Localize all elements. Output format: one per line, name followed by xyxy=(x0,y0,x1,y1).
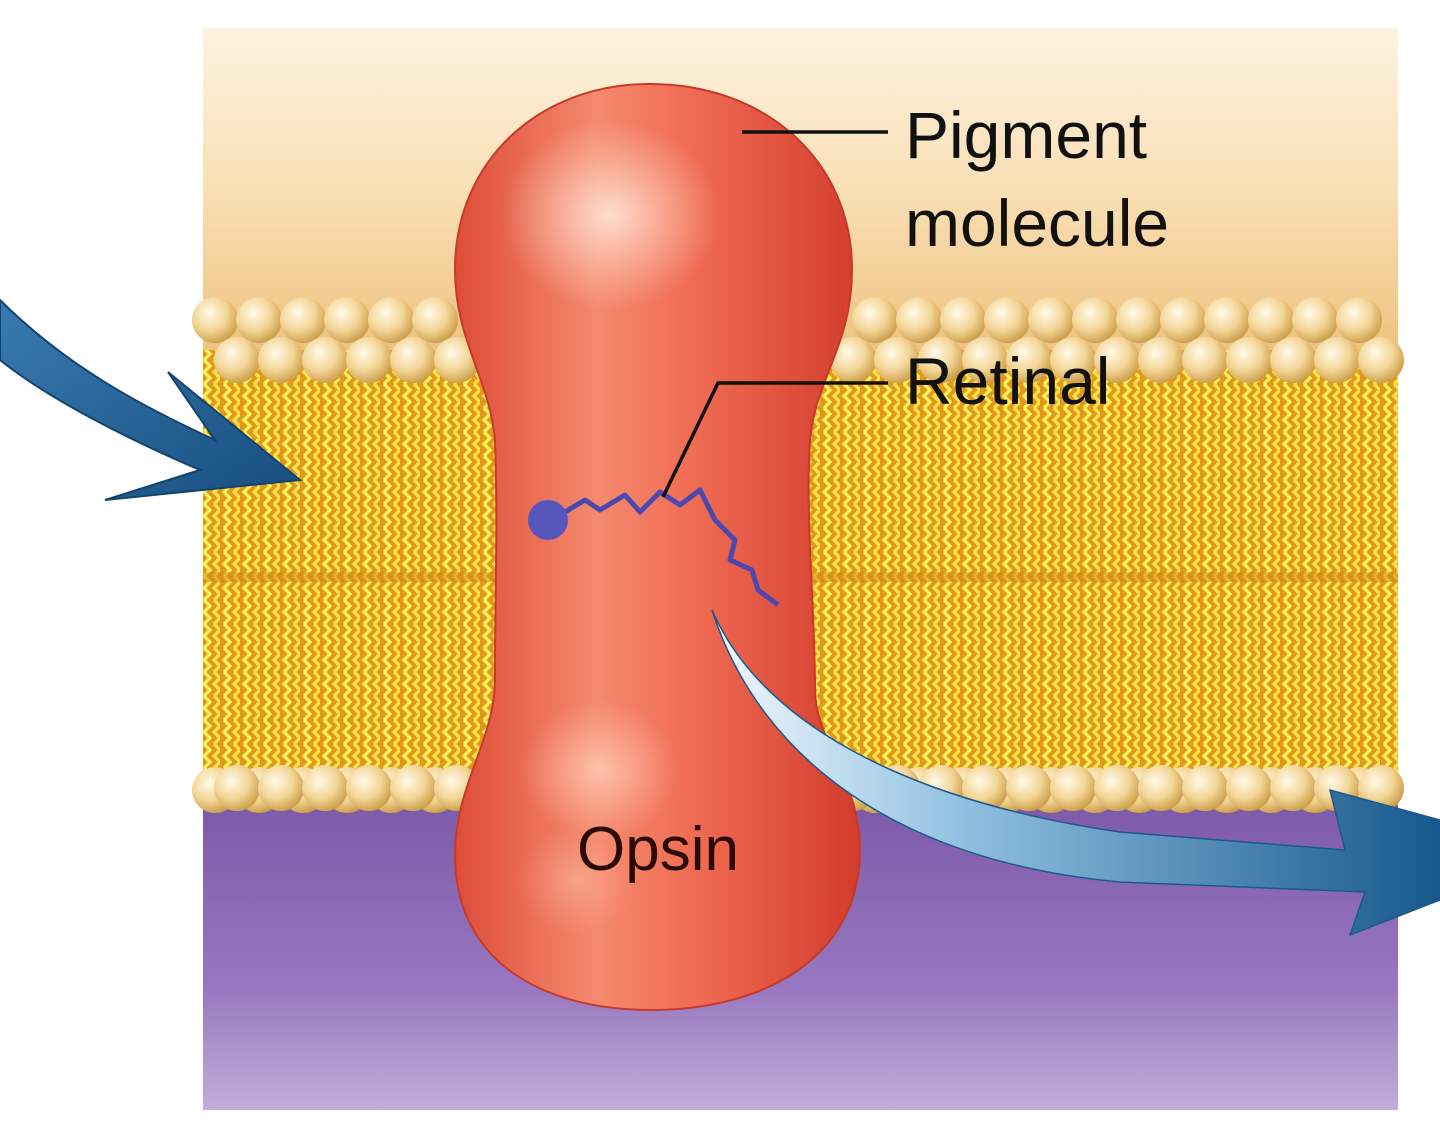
phospholipid-head xyxy=(918,337,964,383)
phospholipid-head xyxy=(1006,337,1052,383)
retinal-label: Retinal xyxy=(905,344,1110,418)
phospholipid-head xyxy=(214,765,260,811)
phospholipid-head xyxy=(1270,765,1316,811)
phospholipid-head xyxy=(896,297,942,343)
phospholipid-head xyxy=(1094,337,1140,383)
phospholipid-head xyxy=(1050,337,1096,383)
phospholipid-head xyxy=(874,337,920,383)
phospholipid-head xyxy=(1226,337,1272,383)
phospholipid-head xyxy=(1226,765,1272,811)
diagram-panel: Pigment molecule Retinal Opsin xyxy=(0,28,1440,1110)
phospholipid-head xyxy=(258,337,304,383)
phospholipid-head xyxy=(1358,337,1404,383)
opsin-pigment-molecule xyxy=(453,82,862,1012)
phospholipid-head xyxy=(1006,765,1052,811)
phospholipid-heads-top xyxy=(192,297,1404,383)
phospholipid-head xyxy=(1116,297,1162,343)
phospholipid-head xyxy=(214,337,260,383)
phospholipid-head xyxy=(390,765,436,811)
phospholipid-head xyxy=(984,297,1030,343)
phospholipid-head xyxy=(1182,765,1228,811)
phospholipid-head xyxy=(830,337,876,383)
phospholipid-head xyxy=(1160,297,1206,343)
pigment-molecule-label-line2: molecule xyxy=(905,186,1169,260)
opsin-label: Opsin xyxy=(577,815,739,884)
phospholipid-head xyxy=(1138,337,1184,383)
phospholipid-head xyxy=(962,765,1008,811)
phospholipid-head xyxy=(390,337,436,383)
phospholipid-head xyxy=(1358,765,1404,811)
phospholipid-head xyxy=(346,765,392,811)
phospholipid-head xyxy=(852,297,898,343)
phospholipid-head xyxy=(1248,297,1294,343)
phospholipid-head xyxy=(1072,297,1118,343)
phospholipid-head xyxy=(302,337,348,383)
phospholipid-head xyxy=(1050,765,1096,811)
phospholipid-head xyxy=(1138,765,1184,811)
phospholipid-head xyxy=(324,297,370,343)
phospholipid-head xyxy=(258,765,304,811)
phospholipid-head xyxy=(1292,297,1338,343)
phospholipid-head xyxy=(280,297,326,343)
phospholipid-head xyxy=(412,297,458,343)
phospholipid-head xyxy=(1270,337,1316,383)
phospholipid-head xyxy=(1028,297,1074,343)
retinal-leader-line xyxy=(661,381,888,498)
retinal-ring xyxy=(528,500,568,540)
phospholipid-head xyxy=(434,337,480,383)
phospholipid-head xyxy=(1094,765,1140,811)
phospholipid-head xyxy=(236,297,282,343)
phospholipid-head xyxy=(302,765,348,811)
phospholipid-head xyxy=(940,297,986,343)
phospholipid-head xyxy=(962,337,1008,383)
outgoing-arrow-icon xyxy=(711,609,1440,937)
phospholipid-head xyxy=(1204,297,1250,343)
phospholipid-head xyxy=(368,297,414,343)
phospholipid-head xyxy=(1314,337,1360,383)
phospholipid-heads-bottom xyxy=(192,765,1404,813)
phospholipid-head xyxy=(192,297,238,343)
retinal-chromophore xyxy=(528,487,780,607)
incoming-light-arrow-icon xyxy=(0,298,303,501)
phospholipid-head xyxy=(346,337,392,383)
pigment-molecule-label-line1: Pigment xyxy=(905,98,1147,172)
phospholipid-head xyxy=(1336,297,1382,343)
phospholipid-head xyxy=(1182,337,1228,383)
